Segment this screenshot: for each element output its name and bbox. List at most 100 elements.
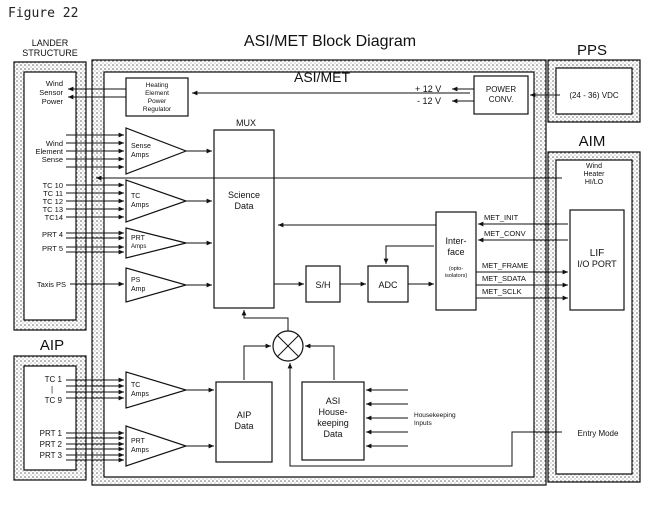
interface-note-1: (opto- bbox=[449, 266, 464, 272]
prt5-label: PRT 5 bbox=[42, 244, 63, 253]
met-conv-label: MET_CONV bbox=[484, 229, 526, 238]
pps-frame bbox=[547, 59, 641, 123]
aip-data-to-junction-line bbox=[243, 343, 271, 380]
hk-inputs-label-2: Inputs bbox=[414, 420, 432, 427]
taxis-ps-label: Taxis PS bbox=[37, 280, 66, 289]
tc-amps-label-2: Amps bbox=[131, 202, 149, 209]
junction-cross-b bbox=[276, 334, 300, 358]
aip-data-label-2: Data bbox=[234, 421, 253, 431]
asi-hk-label-2: House- bbox=[318, 407, 347, 417]
lif-io-port-block bbox=[569, 209, 625, 311]
aip-tc-amps-label-2: Amps bbox=[131, 391, 149, 398]
heating-label-4: Regulator bbox=[143, 106, 172, 113]
wind-sensor-power-label-2: Sensor bbox=[39, 88, 63, 97]
sense-amps-label-1: Sense bbox=[131, 143, 151, 150]
sense-amps-label-2: Amps bbox=[131, 152, 149, 159]
lander-label-1: LANDER bbox=[32, 38, 69, 48]
figure-label: Figure 22 bbox=[8, 6, 79, 21]
power-conv-label-1: POWER bbox=[486, 85, 516, 94]
aip-prt1-label: PRT 1 bbox=[40, 429, 63, 438]
tc14-label: TC14 bbox=[45, 213, 63, 222]
met-init-label: MET_INIT bbox=[484, 213, 519, 222]
heating-regulator-block bbox=[125, 77, 189, 117]
aip-tc-range-label: | bbox=[51, 385, 53, 394]
lander-label-2: STRUCTURE bbox=[22, 48, 78, 58]
sh-block bbox=[305, 265, 341, 303]
aip-frame bbox=[13, 355, 87, 481]
sense-amps-triangle bbox=[125, 127, 188, 175]
prt-amps-triangle bbox=[125, 227, 187, 259]
prt4-label: PRT 4 bbox=[42, 230, 63, 239]
aip-prt-amps-triangle bbox=[125, 425, 188, 467]
asi-hk-label-3: keeping bbox=[317, 418, 349, 428]
tc13-label: TC 13 bbox=[43, 205, 63, 214]
aim-label: AIM bbox=[579, 133, 606, 150]
tc-amps-label-1: TC bbox=[131, 193, 140, 200]
supply-minus-label: - 12 V bbox=[417, 96, 441, 106]
science-label-2: Data bbox=[234, 201, 253, 211]
asi-housekeeping-block bbox=[301, 381, 365, 461]
wind-heater-label-2: Heater bbox=[583, 171, 605, 178]
entry-mode-line bbox=[287, 363, 562, 467]
aip-data-label-1: AIP bbox=[237, 410, 252, 420]
asimet-frame bbox=[91, 59, 547, 486]
heating-label-1: Heating bbox=[146, 82, 169, 89]
asi-hk-label-4: Data bbox=[323, 429, 342, 439]
mux-label: MUX bbox=[236, 118, 256, 128]
amp-output-lines bbox=[186, 148, 212, 288]
wind-element-sense-label-1: Wind bbox=[46, 139, 63, 148]
met-sclk-label: MET_SCLK bbox=[482, 287, 522, 296]
interface-label-2: face bbox=[447, 247, 464, 257]
adc-label: ADC bbox=[378, 280, 398, 290]
aip-tc-amps-triangle bbox=[125, 371, 189, 409]
pps-label: PPS bbox=[577, 42, 607, 59]
wind-sensor-power-label-3: Power bbox=[42, 97, 64, 106]
sh-label: S/H bbox=[315, 280, 330, 290]
wind-heater-label-3: HI/LO bbox=[585, 179, 604, 186]
met-frame-label: MET_FRAME bbox=[482, 261, 528, 270]
prt-amps-label-2: Amps bbox=[131, 244, 146, 250]
hk-to-junction-line bbox=[305, 343, 335, 380]
supply-plus-label: + 12 V bbox=[415, 84, 441, 94]
aip-tc9-label: TC 9 bbox=[45, 396, 63, 405]
tc10-label: TC 10 bbox=[43, 181, 63, 190]
heating-label-3: Power bbox=[148, 98, 167, 105]
diagram-title: ASI/MET Block Diagram bbox=[244, 33, 416, 50]
met-sdata-label: MET_SDATA bbox=[482, 274, 526, 283]
interface-label-1: Inter- bbox=[445, 236, 466, 246]
hk-inputs-label-1: Housekeeping bbox=[414, 412, 456, 419]
wind-heater-label-1: Wind bbox=[586, 163, 602, 170]
lif-label-1: LIF bbox=[590, 248, 604, 259]
aip-data-block bbox=[215, 381, 273, 463]
wind-element-sense-label-2: Element bbox=[35, 147, 63, 156]
wind-element-sense-label-3: Sense bbox=[42, 155, 63, 164]
lander-input-lines bbox=[66, 86, 126, 463]
tc12-label: TC 12 bbox=[43, 197, 63, 206]
science-label-1: Science bbox=[228, 190, 260, 200]
ps-amp-label-2: Amp bbox=[131, 286, 146, 293]
aip-prt2-label: PRT 2 bbox=[40, 440, 63, 449]
aip-tc-amps-label-1: TC bbox=[131, 382, 140, 389]
heating-label-2: Element bbox=[145, 90, 169, 97]
aip-prt-amps-label-1: PRT bbox=[131, 438, 146, 445]
ps-amp-triangle bbox=[125, 267, 189, 303]
prt-amps-label-1: PRT bbox=[131, 235, 146, 242]
aip-prt3-label: PRT 3 bbox=[40, 451, 63, 460]
ps-amp-label-1: PS bbox=[131, 277, 141, 284]
wind-sensor-power-label-1: Wind bbox=[46, 79, 63, 88]
asimet-label: ASI/MET bbox=[294, 69, 350, 85]
met-signal-lines bbox=[476, 221, 568, 301]
interface-note-2: isolators) bbox=[445, 273, 467, 279]
entry-mode-label: Entry Mode bbox=[578, 429, 619, 438]
asi-hk-label-1: ASI bbox=[326, 396, 341, 406]
tc-amps-triangle bbox=[125, 179, 188, 223]
junction-to-mux-line bbox=[241, 310, 289, 331]
interface-block bbox=[435, 211, 477, 311]
science-data-block bbox=[213, 129, 275, 309]
aim-frame bbox=[547, 151, 641, 483]
tc11-label: TC 11 bbox=[43, 189, 63, 198]
aip-label: AIP bbox=[40, 337, 64, 354]
lif-label-2: I/O PORT bbox=[577, 259, 617, 269]
housekeeping-input-lines bbox=[366, 387, 408, 449]
